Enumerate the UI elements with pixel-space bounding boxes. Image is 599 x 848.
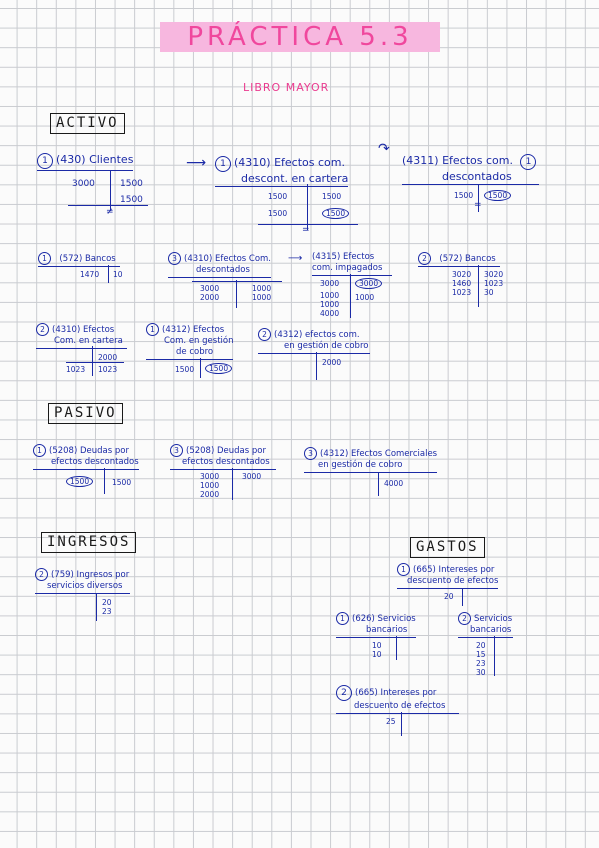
- t-account-divider: [104, 468, 106, 494]
- t-account-divider: [462, 588, 464, 606]
- gestion1-debe: 1500: [175, 365, 195, 374]
- page-subtitle: LIBRO MAYOR: [243, 81, 330, 94]
- gestion2-debe: 2000: [322, 358, 342, 367]
- section-ingresos: INGRESOS: [41, 532, 137, 553]
- account-servicios-bancarios-1: 1(626) Servicios bancarios: [336, 612, 416, 638]
- descontados-haber: 1500: [484, 190, 512, 201]
- account-deudas-3: 3(5208) Deudas por efectos descontados: [170, 444, 276, 470]
- account-efectos-descontados: (4311) Efectos com. 1 descontados: [402, 154, 540, 185]
- t-account-top-line: [192, 281, 282, 283]
- account-intereses-2: 2(665) Intereses por descuento de efecto…: [336, 685, 460, 714]
- t-account-divider: [478, 184, 480, 212]
- section-activo: ACTIVO: [50, 113, 125, 134]
- deudas1-haber: 1500: [112, 478, 132, 487]
- t-account-divider: [92, 346, 94, 376]
- t-account-divider: [350, 274, 352, 318]
- arrow-right-icon: ⟶: [186, 155, 207, 171]
- account-ingresos-759: 2(759) Ingresos por servicios diversos: [35, 568, 131, 594]
- account-efectos-comerciales: 3(4312) Efectos Comerciales en gestión d…: [304, 447, 438, 473]
- t-account-divider: [396, 636, 398, 660]
- t-account-divider: [232, 468, 234, 500]
- t-account-divider: [401, 712, 403, 736]
- page-title: PRÁCTICA 5.3: [160, 22, 440, 52]
- t-account-divider: [96, 593, 98, 621]
- descontados-debe: 1500: [454, 191, 474, 200]
- t-account-divider: [108, 265, 110, 283]
- account-efectos-cartera: 2(4310) Efectos Com. en cartera: [36, 323, 127, 349]
- account-bancos-2: 2 (572) Bancos: [418, 252, 500, 267]
- clientes-debe: 3000: [72, 179, 95, 189]
- descont-balance-mark: =: [302, 225, 310, 235]
- t-account-divider: [200, 358, 202, 378]
- clientes-total-line: [68, 205, 148, 207]
- deudas3-haber: 3000: [242, 472, 262, 481]
- bancos1-haber: 10: [113, 270, 123, 279]
- cartera-subtotal-line: [66, 362, 124, 364]
- intereses1-debe: 20: [444, 592, 454, 601]
- t-account-divider: [316, 352, 318, 380]
- t-account-divider: [478, 265, 480, 307]
- account-efectos-gestion-1: 1(4312) Efectos Com. en gestión de cobro: [146, 323, 234, 360]
- account-intereses-1: 1(665) Intereses por descuento de efecto…: [397, 563, 499, 589]
- account-efectos-descontados-3: 3(4310) Efectos Com. descontados: [168, 252, 272, 278]
- t-account-divider: [236, 280, 238, 308]
- deudas1-debe: 1500: [66, 476, 94, 487]
- section-pasivo: PASIVO: [48, 403, 123, 424]
- bancos1-debe: 1470: [80, 270, 100, 279]
- section-gastos: GASTOS: [410, 537, 485, 558]
- intereses2-debe: 25: [386, 717, 396, 726]
- arrow-right-icon: ⟶: [288, 253, 303, 264]
- account-efectos-descont-cartera: 1(4310) Efectos com. descont. en cartera: [215, 156, 349, 187]
- t-account-divider: [494, 636, 496, 676]
- clientes-balance-mark: ≠: [106, 207, 114, 217]
- account-bancos-1: 1 (572) Bancos: [38, 252, 120, 267]
- account-clientes: 1(430) Clientes: [37, 153, 134, 171]
- t-account-divider: [378, 472, 380, 496]
- descontados-balance-mark: =: [474, 200, 482, 210]
- account-deudas-1: 1(5208) Deudas por efectos descontados: [33, 444, 139, 470]
- t-account-divider: [110, 171, 112, 211]
- cartera-debe: 1023: [66, 365, 86, 374]
- t-account-divider: [307, 184, 309, 230]
- curved-arrow-icon: ↷: [378, 141, 390, 157]
- comerciales-haber: 4000: [384, 479, 404, 488]
- descont-total-line: [258, 224, 358, 226]
- gestion1-haber: 1500: [205, 363, 233, 374]
- account-efectos-impagados: (4315) Efectos com. impagados: [312, 252, 393, 276]
- account-efectos-gestion-2: 2(4312) efectos com. en gestión de cobro: [258, 328, 371, 354]
